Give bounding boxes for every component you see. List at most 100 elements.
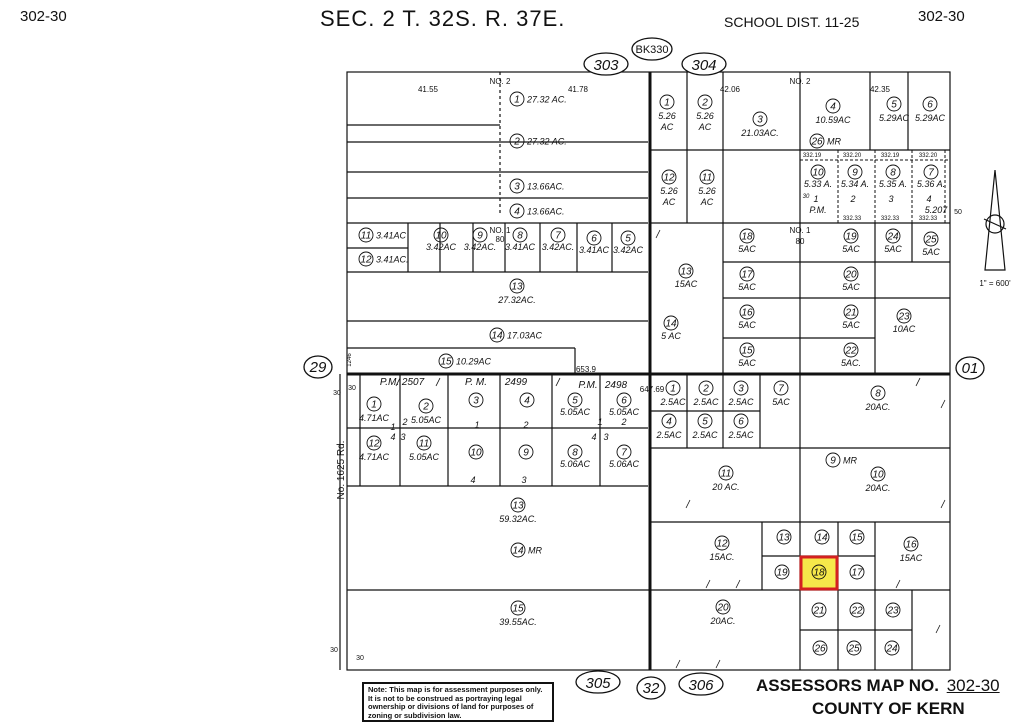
parcel-number-circle (718, 465, 734, 481)
parcel-acreage: 20AC. (709, 616, 735, 626)
parcel-number: 25 (847, 644, 860, 655)
parcel-number: 24 (885, 644, 898, 655)
parcel-number-circle (567, 392, 583, 408)
lot-label: 1 (474, 420, 479, 430)
parcel-number-circle (416, 435, 432, 451)
parcel-acreage: 5AC (922, 247, 940, 257)
parcel-number: 21 (812, 606, 824, 617)
parcel-number-circle (846, 640, 862, 656)
dim-label: 30 (333, 390, 341, 397)
highlighted-parcel-18 (799, 555, 839, 591)
parcel-number: 7 (621, 448, 627, 459)
parcel-number-circle (509, 178, 525, 194)
parcel-number: 2 (513, 137, 520, 148)
parcel-acreage: 5.26 (696, 111, 714, 121)
parcel-number: 1 (670, 384, 676, 395)
lot-label: 1 (813, 194, 818, 204)
parcel-number: 11 (419, 439, 429, 450)
parcel-number: 10 (470, 448, 482, 459)
parcel-number: 19 (776, 568, 788, 579)
dim-label: 41.78 (568, 85, 589, 94)
parcel-number-circle (510, 600, 526, 616)
parcel-acreage: 5AC (738, 358, 756, 368)
parcel-number: 15 (512, 604, 524, 615)
lot-label: 3 (603, 432, 608, 442)
parcel-number-circle (896, 308, 912, 324)
parcel-number-circle (825, 452, 841, 468)
pm-number: 5.207 (925, 205, 949, 215)
parcel-number: 17 (851, 568, 863, 579)
dim-label: 332.19 (803, 153, 822, 159)
parcel-acreage: 13.66AC. (527, 182, 565, 192)
parcel-acreage: 13.66AC. (527, 207, 565, 217)
dim-label: 80 (796, 237, 805, 246)
parcel-number-circle (699, 169, 715, 185)
adjacent-label-01: 01 (962, 360, 979, 377)
parcel-number: 16 (741, 308, 753, 319)
parcel-acreage: 20AC. (864, 483, 890, 493)
parcel-acreage: 5.05AC (409, 452, 440, 462)
parcel-number-circle (366, 435, 382, 451)
parcel-acreage: 3.41AC (579, 245, 610, 255)
parcel-number-circle (923, 231, 939, 247)
dim-label: 332.20 (843, 153, 862, 159)
parcel-number: 5 (702, 417, 708, 428)
parcel-number-circle (620, 230, 636, 246)
parcel-number: 12 (716, 539, 728, 550)
parcel-number: 22 (844, 346, 857, 357)
parcel-acreage: 5 AC (661, 331, 681, 341)
parcel-number-circle (885, 602, 901, 618)
parcel-number-circle (358, 251, 374, 267)
parcel-acreage: 3.41AC (376, 231, 407, 241)
parcel-number: 3 (757, 115, 763, 126)
map-number-left: 302-30 (20, 8, 67, 25)
lot-label: 2 (522, 420, 528, 430)
parcel-number: 12 (663, 173, 675, 184)
parcel-number: 20 (844, 270, 857, 281)
parcel-number-circle (885, 164, 901, 180)
parcel-number: 18 (813, 568, 825, 579)
north-arrow-icon (983, 169, 1007, 271)
parcel-number: 16 (905, 540, 917, 551)
parcel-number: 5 (891, 100, 897, 111)
parcel-acreage: 39.55AC. (499, 617, 537, 627)
parcel-number-circle (843, 228, 859, 244)
parcel-acreage: 5AC (772, 397, 790, 407)
parcel-number: 20 (716, 603, 729, 614)
parcel-number-circle (659, 94, 675, 110)
lot-label: 2 (849, 194, 855, 204)
parcel-number-circle (697, 413, 713, 429)
parcel-number: 8 (890, 168, 896, 179)
dim-label: NO. 1 (790, 226, 811, 235)
parcel-number: 12 (360, 255, 372, 266)
parcel-number: 11 (721, 469, 731, 480)
lot-label: 3 (400, 432, 405, 442)
parcel-number: 1 (514, 95, 520, 106)
parcel-number-circle (509, 278, 525, 294)
lot-label: 30 (803, 194, 810, 200)
parcel-number: 21 (844, 308, 856, 319)
parcel-number: 15 (851, 533, 863, 544)
parcel-acreage: 15AC. (709, 552, 734, 562)
adjacent-label-304: 304 (691, 57, 716, 74)
parcel-acreage: MR (843, 456, 857, 466)
parcel-number-circle (814, 529, 830, 545)
parcel-acreage: 59.32AC. (499, 514, 537, 524)
parcel-number: 14 (665, 319, 677, 330)
parcel-number-circle (733, 380, 749, 396)
parcel-number-circle (752, 111, 768, 127)
parcel-number: 8 (875, 389, 881, 400)
parcel-number: 9 (852, 168, 858, 179)
parcel-acreage: 5.26 (658, 111, 676, 121)
parcel-number: 7 (928, 168, 934, 179)
parcel-number-circle (616, 444, 632, 460)
parcel-number: 4 (514, 207, 520, 218)
dim-label: NO. 2 (490, 77, 511, 86)
parcel-acreage: 5AC. (841, 358, 861, 368)
parcel-number: 17 (741, 270, 753, 281)
parcel-number: 6 (591, 234, 597, 245)
parcel-number-circle (825, 98, 841, 114)
parcel-acreage: 17.03AC (507, 331, 543, 341)
adjacent-label-306: 306 (688, 677, 714, 694)
